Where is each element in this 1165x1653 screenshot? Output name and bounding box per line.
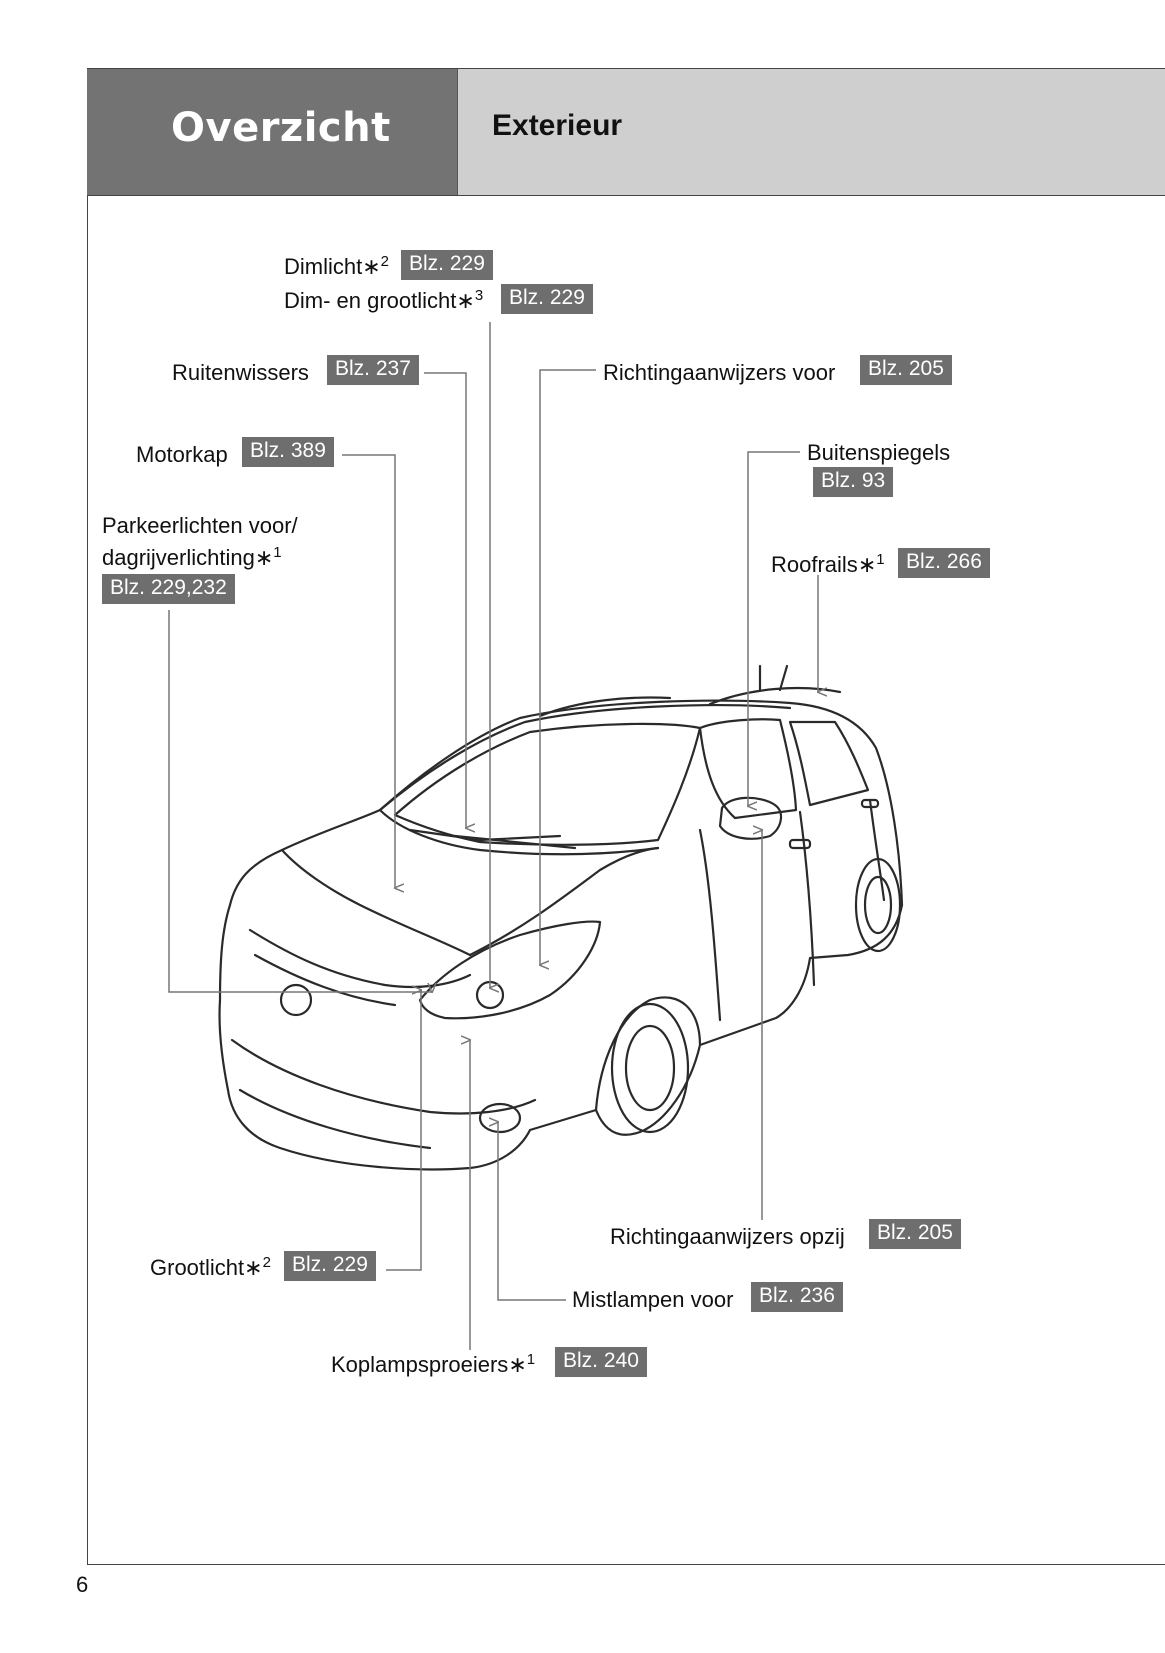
wipers [408,828,577,850]
ref-dim-grootlicht[interactable]: Blz. 229 [501,284,593,314]
ref-richtingaanwijzers-opzij[interactable]: Blz. 205 [869,1219,961,1249]
car-body-outline [218,699,904,1171]
label-motorkap: Motorkap [136,442,228,467]
front-grille [248,928,472,989]
front-wheel-arch [594,996,702,1112]
ref-motorkap[interactable]: Blz. 389 [242,437,334,467]
label-richtingaanwijzers-voor: Richtingaanwijzers voor [603,360,836,385]
front-wheel [610,1002,690,1134]
leader-richting-voor [540,369,596,965]
header-subsection-bar: Exterieur [457,69,1165,195]
label-dim-grootlicht: Dim- en grootlicht∗3 [284,287,484,313]
car-roof [378,704,792,812]
ref-roofrails[interactable]: Blz. 266 [898,548,990,578]
ref-ruitenwissers[interactable]: Blz. 237 [327,355,419,385]
fog-lamp [478,1102,522,1134]
rear-side-window [788,720,870,807]
header-subsection-title: Exterieur [492,109,623,142]
rear-wheel [854,857,902,953]
label-grootlicht: Grootlicht∗2 [150,1254,271,1280]
leader-ruitenwissers [424,372,466,828]
ref-dimlicht[interactable]: Blz. 229 [401,250,493,280]
page-frame-left [87,68,88,1565]
emblem [279,983,313,1017]
front-door [698,828,722,1022]
leader-buitenspiegels [748,451,800,806]
label-ruitenwissers: Ruitenwissers [172,360,309,385]
header-section-tab: Overzicht [87,69,457,195]
roof-rails [538,664,842,718]
page-number: 6 [76,1572,89,1597]
headlight [418,920,602,1020]
ref-mistlampen-voor[interactable]: Blz. 236 [751,1282,843,1312]
leader-motorkap [342,454,395,888]
leader-parkeer [168,610,432,992]
label-buitenspiegels: Buitenspiegels [807,440,951,465]
ref-richtingaanwijzers-voor[interactable]: Blz. 205 [860,355,952,385]
leader-grootlicht [386,990,421,1271]
front-side-window [698,718,798,820]
ref-koplampsproeiers[interactable]: Blz. 240 [555,1347,647,1377]
page-frame-bottom [87,1564,1165,1565]
leader-mistlampen [498,1122,566,1301]
side-mirror [718,796,783,840]
label-richtingaanwijzers-opzij: Richtingaanwijzers opzij [610,1224,845,1249]
ref-grootlicht[interactable]: Blz. 229 [284,1251,376,1281]
label-roofrails: Roofrails∗1 [771,551,885,577]
label-dimlicht: Dimlicht∗2 [284,253,390,279]
label-parkeerlichten-line2: dagrijverlichting∗1 [102,544,282,570]
label-koplampsproeiers: Koplampsproeiers∗1 [331,1351,536,1377]
ref-buitenspiegels[interactable]: Blz. 93 [813,467,894,497]
header-section-title: Overzicht [171,105,391,151]
label-parkeerlichten-line1: Parkeerlichten voor/ [102,513,298,538]
label-mistlampen-voor: Mistlampen voor [572,1287,734,1312]
windshield [393,722,702,846]
section-header: Overzicht Exterieur [87,68,1165,196]
front-bumper [230,1038,537,1115]
ref-parkeerlichten[interactable]: Blz. 229,232 [102,574,235,604]
